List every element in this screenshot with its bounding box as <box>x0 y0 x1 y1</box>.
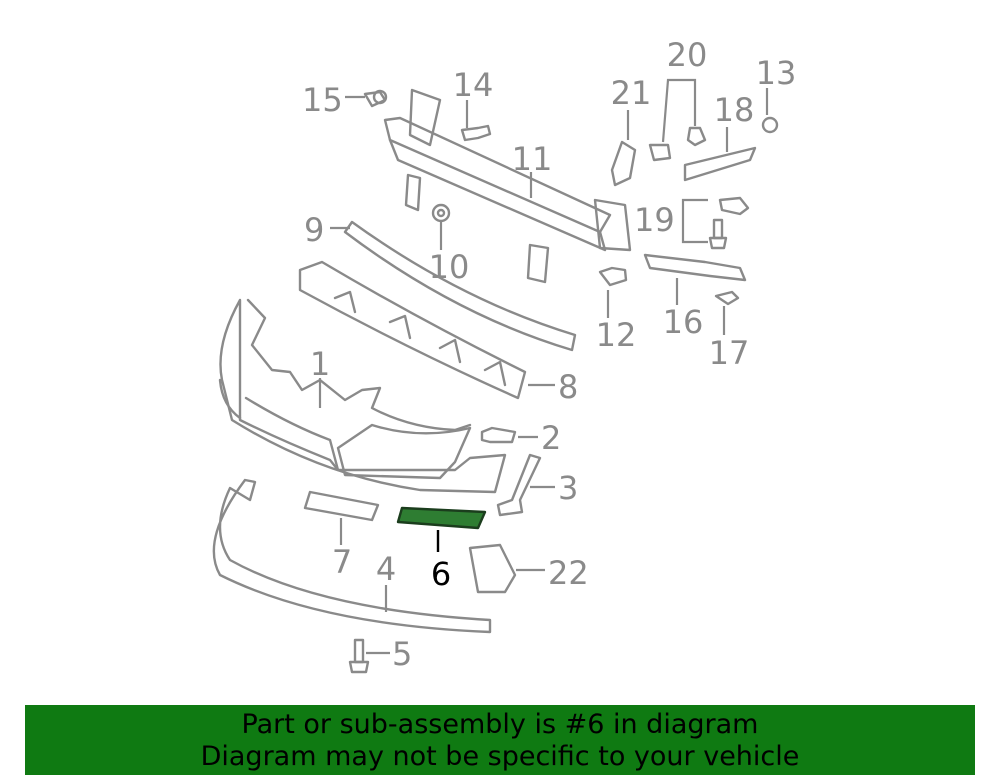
part-13-nut <box>761 116 779 134</box>
callout-11: 11 <box>512 140 553 178</box>
part-6-molding <box>396 506 487 530</box>
part-8-absorber <box>298 260 527 400</box>
callout-7: 7 <box>332 543 352 581</box>
part-2-clip <box>480 426 517 444</box>
part-9-strip <box>343 220 577 352</box>
callout-5: 5 <box>392 635 412 673</box>
part-14-bolt <box>460 124 492 142</box>
part-7-trim-strip <box>303 490 380 522</box>
callout-12: 12 <box>596 316 637 354</box>
callout-18: 18 <box>714 91 755 129</box>
banner-line-2: Diagram may not be specific to your vehi… <box>200 741 800 772</box>
callout-8: 8 <box>558 368 578 406</box>
callout-22: 22 <box>548 554 589 592</box>
callout-6: 6 <box>431 555 451 593</box>
callout-13: 13 <box>756 54 797 92</box>
callout-10: 10 <box>429 248 470 286</box>
part-18-bracket <box>683 146 757 182</box>
callout-19: 19 <box>634 201 675 239</box>
callout-1: 1 <box>310 345 330 383</box>
part-20-clips <box>648 126 707 162</box>
part-10-nut <box>431 203 451 223</box>
callout-9: 9 <box>304 211 324 249</box>
part-4-lower-spoiler <box>212 478 492 634</box>
part-1-bumper-cover <box>218 298 507 494</box>
part-22-cap <box>468 543 517 594</box>
callout-labels: 1 2 3 4 5 6 7 8 9 10 11 12 13 14 15 16 1… <box>302 36 796 673</box>
leader-lines <box>318 78 769 655</box>
callout-15: 15 <box>302 81 343 119</box>
callout-14: 14 <box>453 66 494 104</box>
callout-4: 4 <box>376 550 396 588</box>
part-3-side-bracket <box>496 453 542 517</box>
part-12-bolt <box>598 266 628 287</box>
callout-3: 3 <box>558 469 578 507</box>
callout-17: 17 <box>709 334 750 372</box>
part-15-bolt <box>363 89 388 108</box>
callout-20: 20 <box>667 36 708 74</box>
vehicle-fitment-banner: Part or sub-assembly is #6 in diagram Di… <box>25 705 975 775</box>
part-19-bolts <box>708 196 750 250</box>
part-21-bracket <box>610 140 637 187</box>
callout-21: 21 <box>611 74 652 112</box>
callout-16: 16 <box>663 303 704 341</box>
banner-line-1: Part or sub-assembly is #6 in diagram <box>241 709 759 740</box>
callout-2: 2 <box>541 419 561 457</box>
part-5-screw <box>348 638 370 674</box>
part-16-bracket <box>643 253 747 282</box>
parts-diagram: 1 2 3 4 5 6 7 8 9 10 11 12 13 14 15 16 1… <box>212 36 796 674</box>
part-11-reinforcement-beam <box>383 88 632 284</box>
part-17-bolt <box>714 290 740 306</box>
